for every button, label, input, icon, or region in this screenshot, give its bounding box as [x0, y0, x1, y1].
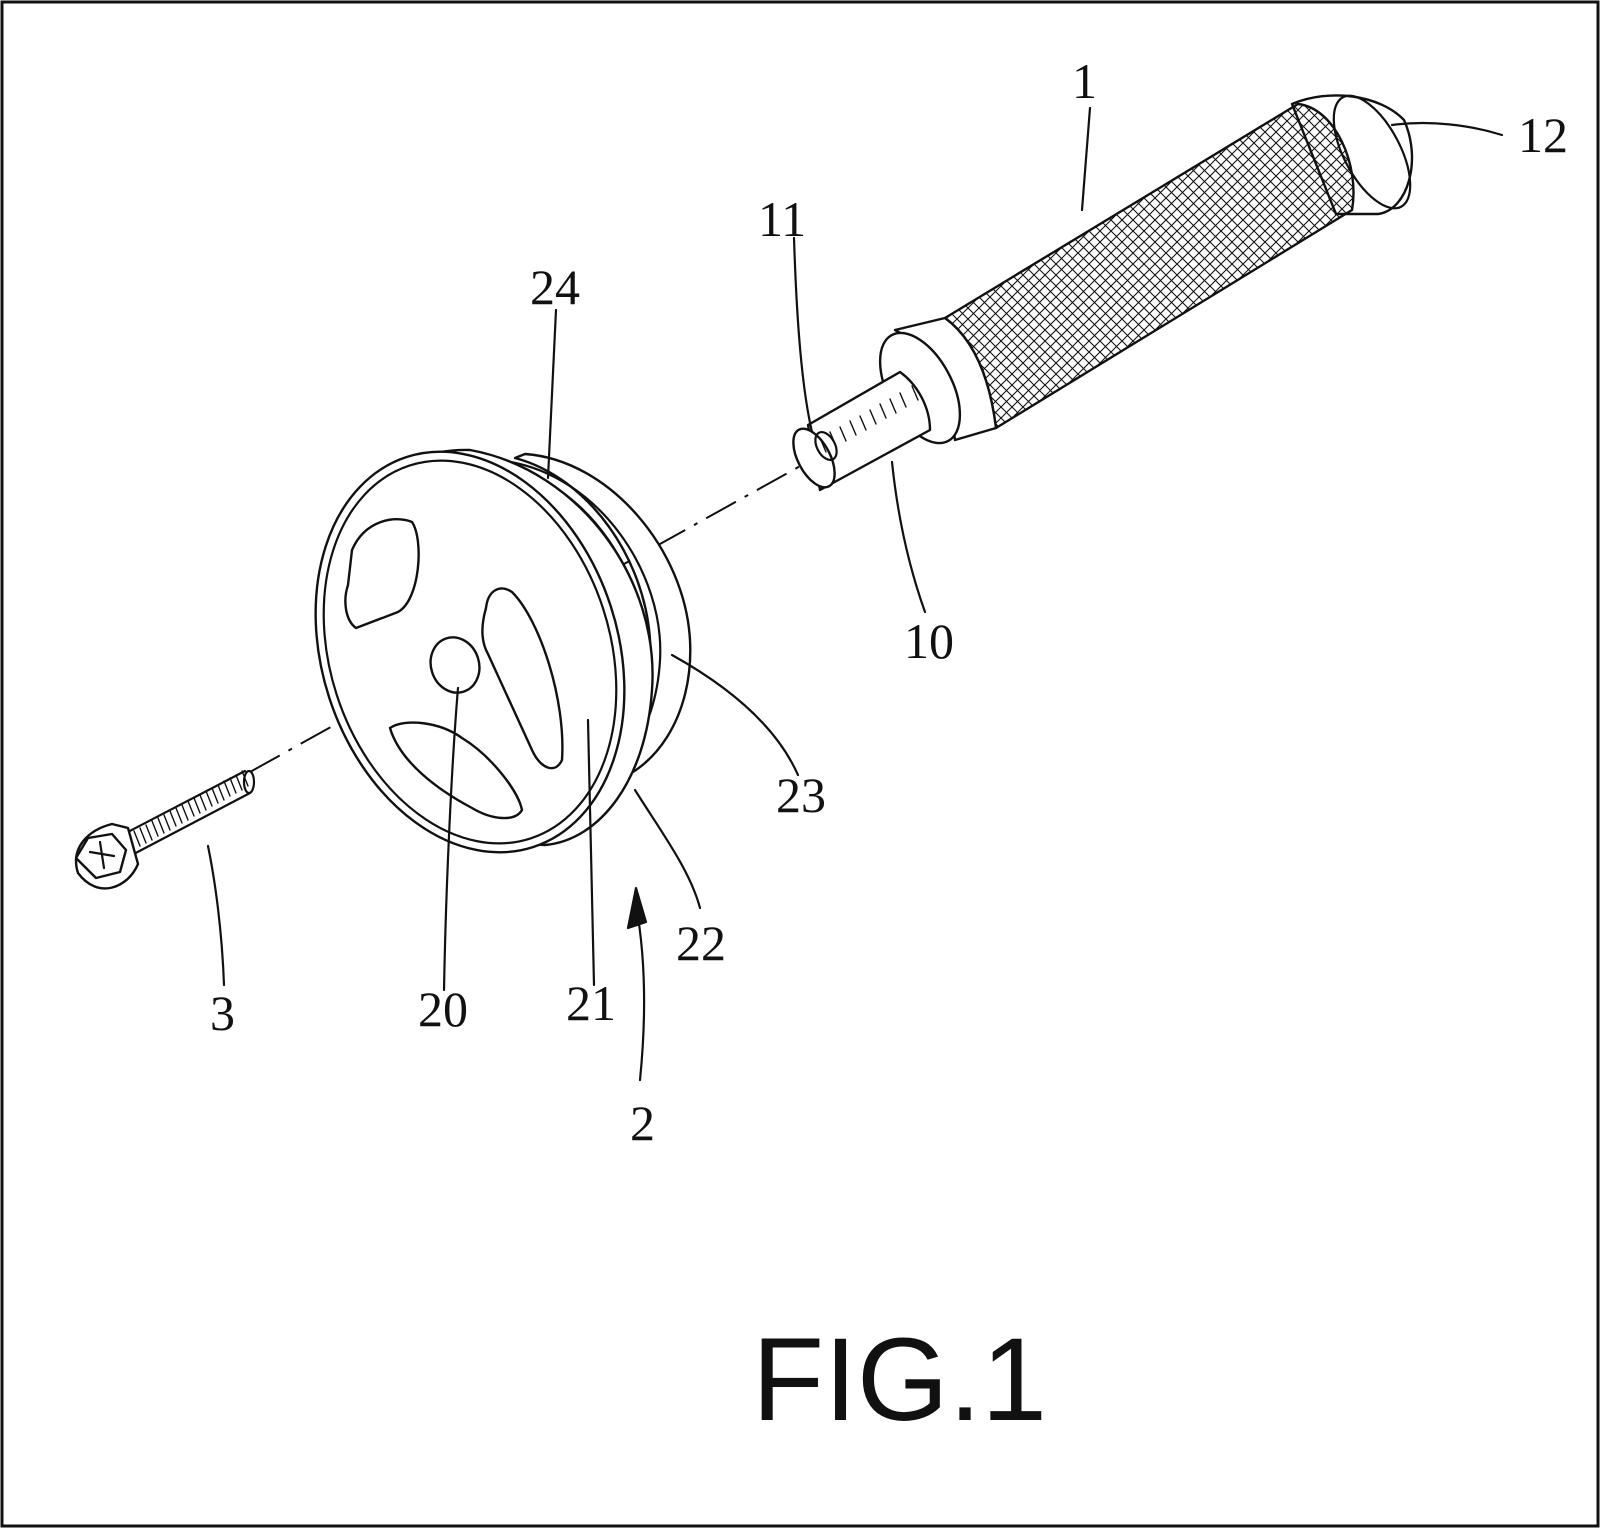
handle-grip [943, 102, 1355, 430]
leader-24 [546, 308, 558, 480]
handle [792, 94, 1414, 492]
leader-21 [586, 718, 596, 987]
label-21: 21 [566, 975, 616, 1031]
wheel-opening-right [481, 587, 564, 770]
label-23: 23 [776, 767, 826, 823]
figure-caption: FIG.1 [752, 1314, 1047, 1446]
leader-22 [633, 788, 702, 910]
screw [74, 769, 256, 890]
screw-thread [121, 770, 249, 854]
wheel-opening-lower [388, 721, 524, 820]
screw-hex-head [74, 832, 128, 880]
handle-threaded-bore [819, 385, 919, 453]
label-22: 22 [676, 915, 726, 971]
leader-2 [634, 903, 646, 1082]
leader-23 [670, 653, 800, 777]
leader-3 [206, 844, 226, 987]
label-20: 20 [418, 981, 468, 1037]
label-3: 3 [210, 985, 235, 1041]
wheel [314, 448, 692, 854]
label-10: 10 [904, 613, 954, 669]
label-24: 24 [530, 259, 580, 315]
label-2: 2 [630, 1095, 655, 1151]
arrowhead-2 [626, 886, 648, 930]
leader-10 [890, 460, 927, 614]
leader-1 [1080, 106, 1092, 212]
wheel-center-hole [429, 636, 481, 694]
label-12: 12 [1518, 107, 1568, 163]
leader-11 [792, 236, 814, 434]
handle-shaft-end [792, 427, 836, 489]
label-1: 1 [1072, 53, 1097, 109]
center-axis-line [249, 454, 821, 773]
screw-cross-recess-icon [88, 840, 116, 870]
leader-12 [1390, 121, 1504, 137]
handle-shaft [806, 370, 932, 492]
wheel-opening-upper [344, 518, 420, 630]
label-11: 11 [758, 191, 806, 247]
leader-20 [442, 686, 460, 992]
leader-lines [206, 106, 1504, 1082]
reference-labels: 1 12 11 24 10 23 22 21 20 3 2 [210, 53, 1568, 1151]
